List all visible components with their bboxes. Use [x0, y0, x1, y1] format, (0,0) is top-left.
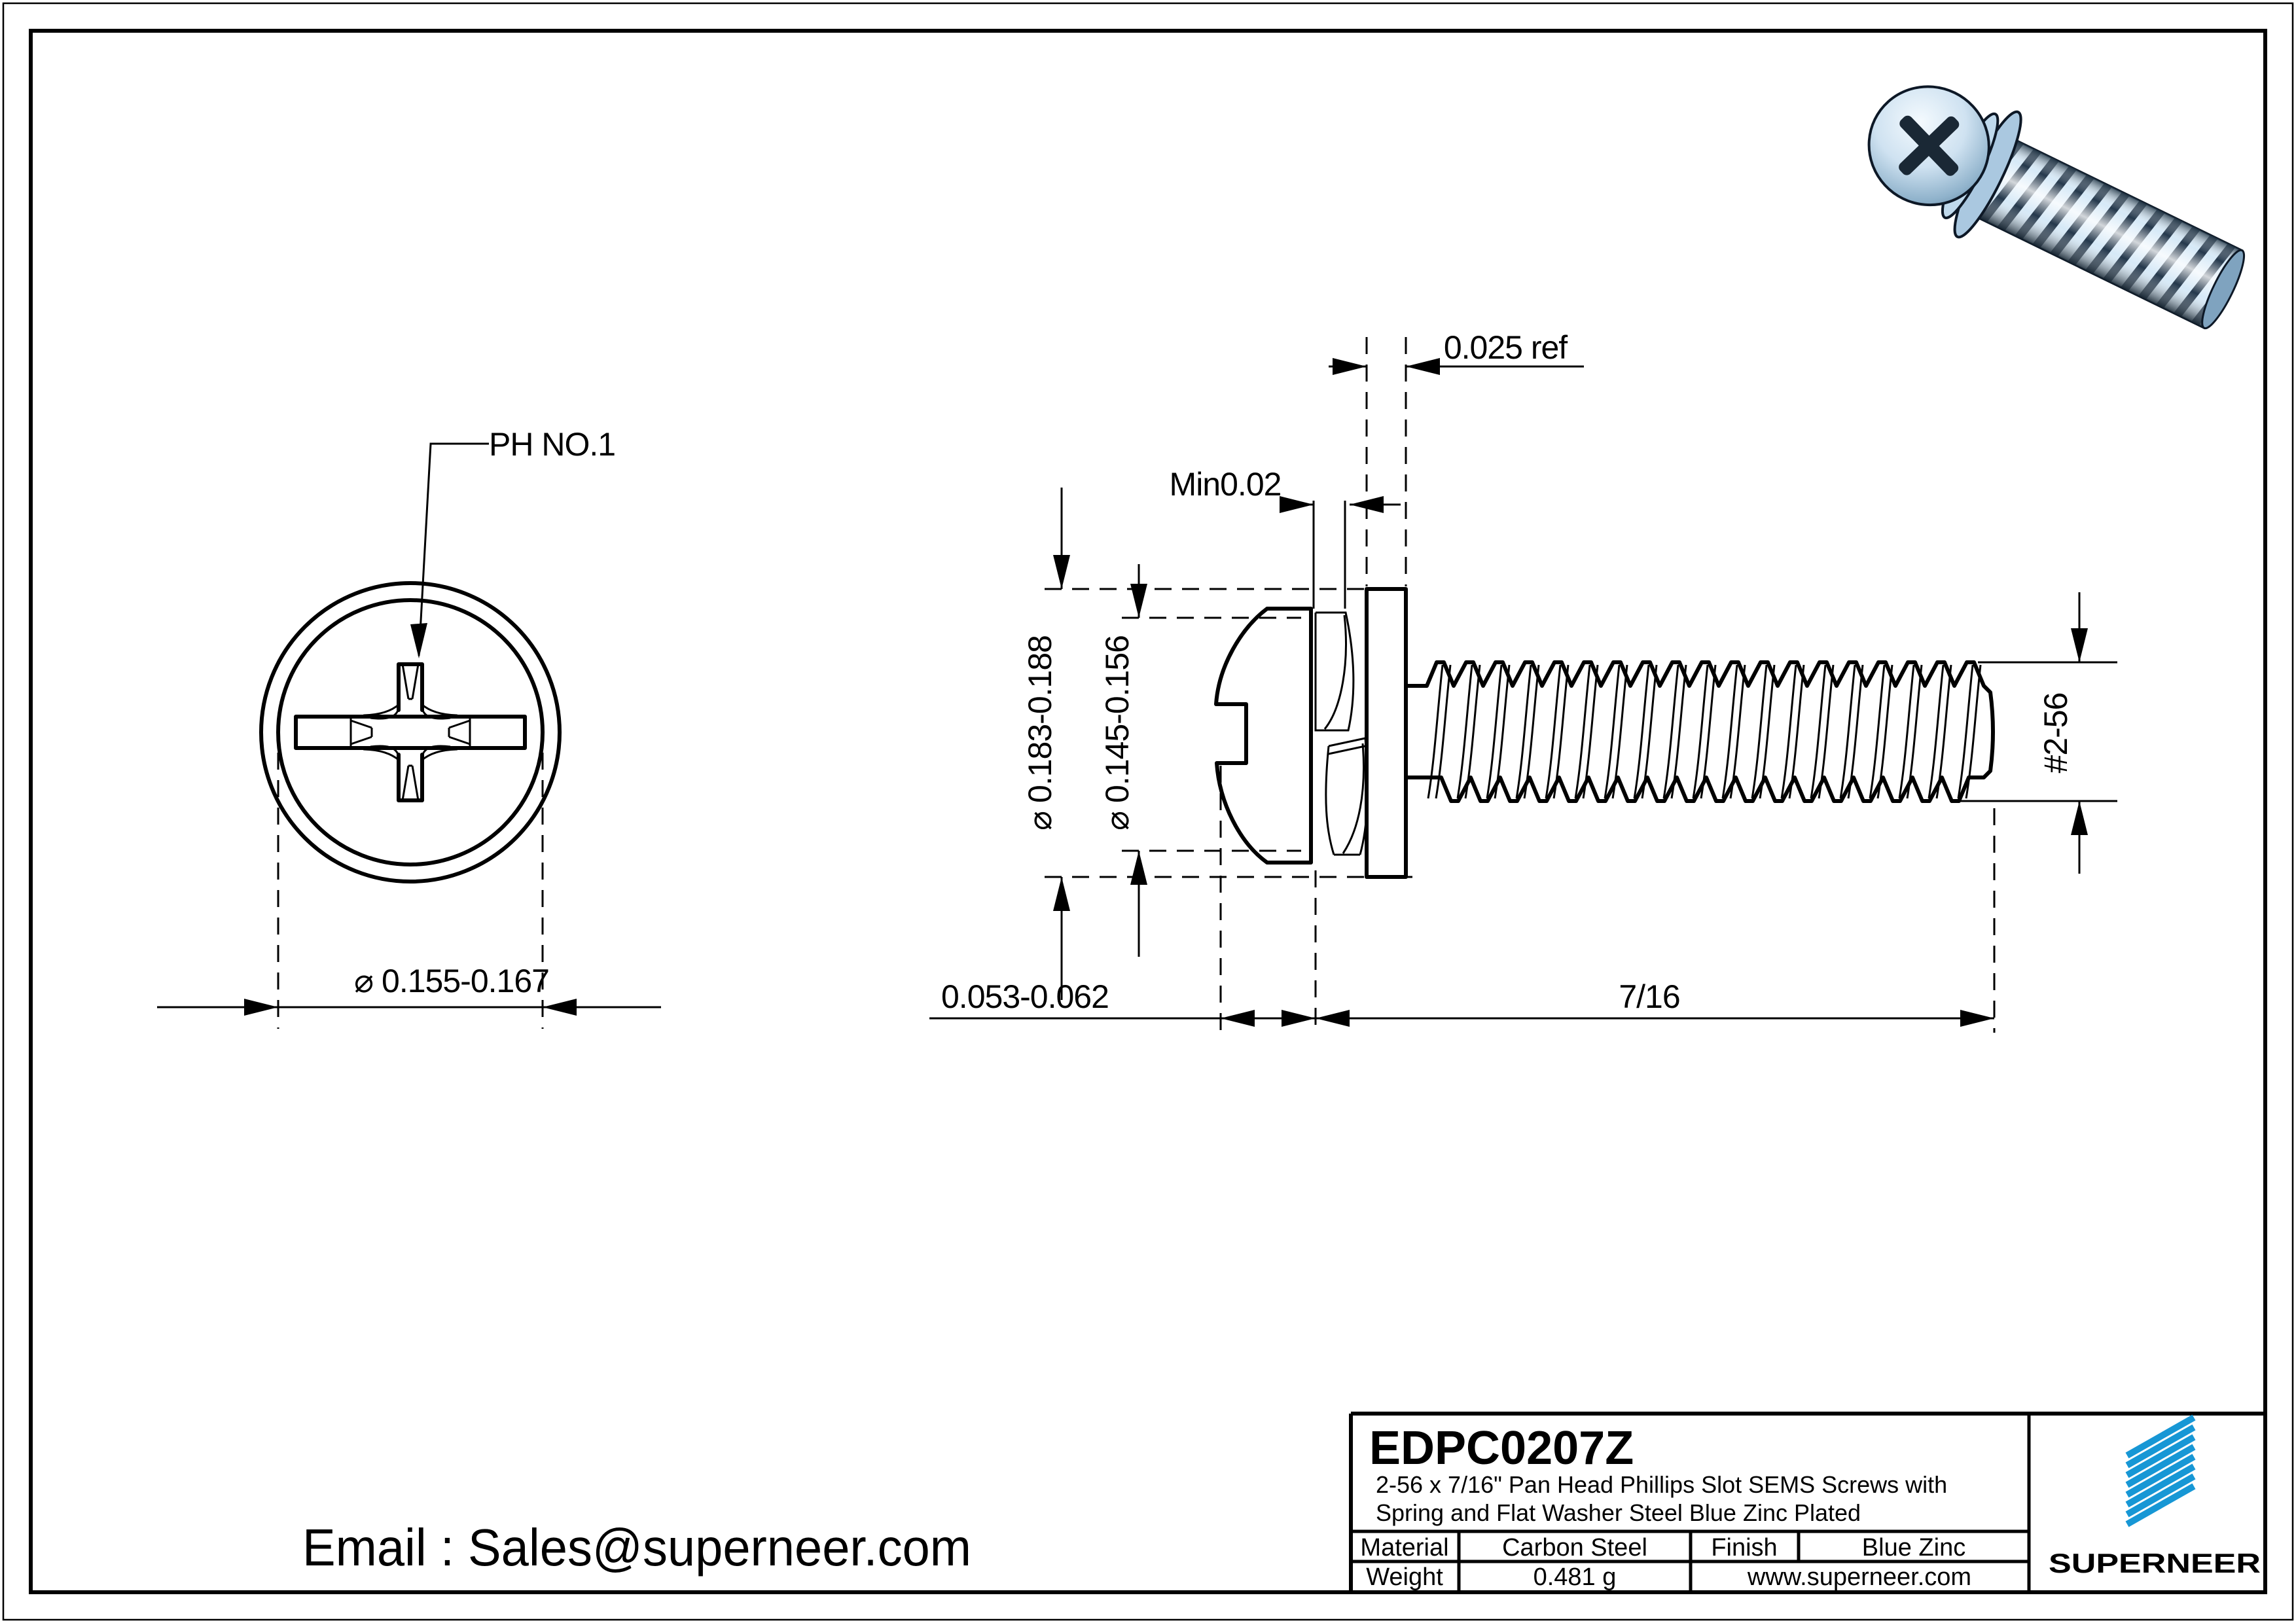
part-number: EDPC0207Z — [1369, 1422, 1634, 1474]
thread-size-dimension: #2-56 — [1958, 592, 2117, 874]
washer-thickness-dimension: 0.025 ref — [1329, 329, 1584, 586]
screw-3d-tip — [2201, 249, 2246, 330]
front-view: PH NO.1 ⌀ 0.155-0.167 — [157, 426, 661, 1029]
thread-flank-lines — [1427, 664, 1982, 799]
washer-od-label: ⌀ 0.183-0.188 — [1022, 635, 1058, 830]
front-diameter-dimension: ⌀ 0.155-0.167 — [157, 753, 661, 1029]
ph-callout-label: PH NO.1 — [489, 426, 615, 463]
finish-value: Blue Zinc — [1862, 1534, 1965, 1561]
leader-arrowhead — [410, 623, 427, 658]
slot-recess — [294, 715, 527, 750]
description-line1: 2-56 x 7/16" Pan Head Phillips Slot SEMS… — [1376, 1471, 1947, 1498]
description-line2: Spring and Flat Washer Steel Blue Zinc P… — [1376, 1499, 1861, 1526]
thread-length-label: 7/16 — [1619, 978, 1679, 1015]
head-inner-circle — [276, 598, 545, 866]
website-link[interactable]: www.superneer.com — [1747, 1563, 1971, 1591]
front-diameter-label: ⌀ 0.155-0.167 — [354, 963, 549, 999]
spring-min-label: Min0.02 — [1170, 466, 1282, 503]
side-view: 0.025 ref Min0.02 ⌀ 0.183-0.188 ⌀ 0.145-… — [929, 329, 2117, 1033]
brand-name: SUPERNEER — [2049, 1548, 2261, 1578]
spring-washer-profile — [1314, 611, 1369, 856]
head-od-label: ⌀ 0.145-0.156 — [1099, 635, 1136, 830]
contact-email: Email : Sales@superneer.com — [302, 1518, 971, 1577]
superneer-logo-stripes-icon — [2125, 1414, 2196, 1527]
head-od-dimension: ⌀ 0.145-0.156 — [1099, 564, 1301, 957]
length-dimensions: 0.053-0.062 7/16 — [929, 766, 1996, 1033]
head-height-label: 0.053-0.062 — [941, 978, 1109, 1015]
material-value: Carbon Steel — [1502, 1534, 1647, 1561]
material-label: Material — [1360, 1534, 1448, 1561]
title-block: EDPC0207Z 2-56 x 7/16" Pan Head Phillips… — [1349, 1412, 2265, 1592]
washer-thickness-label: 0.025 ref — [1444, 329, 1568, 366]
thread-outline — [1404, 660, 1995, 803]
head-outer-circle — [259, 581, 562, 883]
superneer-logo: SUPERNEER — [2049, 1414, 2261, 1578]
weight-label: Weight — [1366, 1563, 1443, 1591]
inner-border — [29, 29, 2267, 1594]
washer-od-dimension: ⌀ 0.183-0.188 — [1022, 488, 1412, 1000]
screw-3d-phillips-cross — [1899, 115, 1960, 176]
screw-3d-render — [1867, 85, 2246, 330]
flat-washer-profile — [1365, 587, 1408, 879]
head-profile — [1214, 607, 1313, 865]
phillips-recess — [363, 662, 458, 802]
spring-min-dimension: Min0.02 — [1170, 466, 1401, 609]
ph-callout-leader: PH NO.1 — [410, 426, 616, 658]
thread-size-label: #2-56 — [2037, 693, 2074, 774]
weight-value: 0.481 g — [1534, 1563, 1617, 1591]
finish-label: Finish — [1711, 1534, 1777, 1561]
